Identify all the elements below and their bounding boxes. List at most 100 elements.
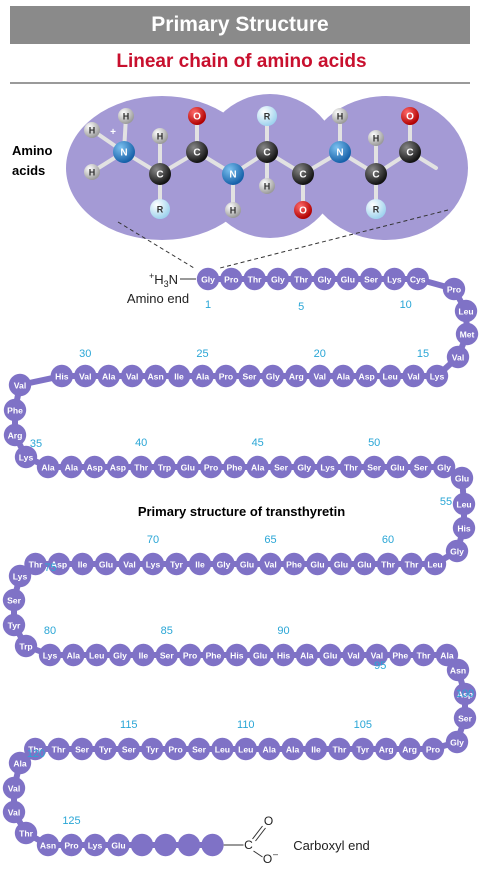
residue-label: Gly xyxy=(450,737,464,747)
residue-label: Ile xyxy=(311,744,321,754)
residue-label: Gly xyxy=(450,546,464,556)
position-number: 55 xyxy=(440,496,452,508)
residue-circle xyxy=(453,706,477,730)
r-group-atom xyxy=(150,199,170,219)
residue-label: Thr xyxy=(332,744,346,754)
residue-circle xyxy=(452,492,476,516)
residue-label: Ser xyxy=(274,462,289,472)
residue-label: Val xyxy=(14,380,26,390)
residue-label: Ala xyxy=(67,650,81,660)
r-group-atom-label: R xyxy=(373,205,380,215)
residue-bead xyxy=(177,833,201,857)
residue-circle xyxy=(74,364,97,388)
residue-circle xyxy=(376,552,400,576)
residue-label: Gly xyxy=(297,462,311,472)
residue-label: Lys xyxy=(146,559,161,569)
residue-bead: Ile xyxy=(167,364,191,388)
residue-label: Ile xyxy=(78,559,88,569)
residue-circle xyxy=(454,299,478,323)
residue-circle xyxy=(118,552,141,576)
nitrogen-atom-label: N xyxy=(229,170,236,181)
oxygen-atom xyxy=(294,201,312,219)
residue-label: Pro xyxy=(204,462,218,472)
residue-bead: Thr xyxy=(376,552,400,576)
residue-bead: Thr xyxy=(14,821,38,845)
formula-part: + xyxy=(149,271,154,281)
residue-label: Tyr xyxy=(356,744,369,754)
residue-circle xyxy=(141,737,164,761)
residue-label: Glu xyxy=(240,559,254,569)
residue-bead: Ile xyxy=(304,737,328,761)
residue-label: Thr xyxy=(344,462,358,472)
residue-bead: Asp xyxy=(453,682,477,706)
residue-bead: Val xyxy=(446,345,470,369)
residue-circle xyxy=(365,643,389,667)
residue-bead: Ala xyxy=(246,455,269,479)
formula-part: H xyxy=(154,272,163,287)
residue-label: Val xyxy=(8,807,20,817)
residue-bead: Thr xyxy=(47,737,70,761)
nitrogen-atom xyxy=(222,163,244,185)
residue-label: Leu xyxy=(215,744,230,754)
residue-label: Ala xyxy=(65,462,79,472)
residue-bead: Glu xyxy=(319,643,342,667)
residue-circle xyxy=(261,364,285,388)
residue-label: Val xyxy=(407,371,419,381)
residue-label: Ser xyxy=(367,462,382,472)
carbon-atom xyxy=(365,163,387,185)
residue-label: Asp xyxy=(110,462,126,472)
residue-circle xyxy=(282,552,306,576)
position-number: 120 xyxy=(27,748,45,760)
residue-bead: His xyxy=(452,516,476,540)
residue-bead: Gly xyxy=(108,643,132,667)
residue-circle xyxy=(164,737,187,761)
residue-bead: Glu xyxy=(306,552,329,576)
residue-bead: His xyxy=(50,364,73,388)
residue-circle xyxy=(235,552,259,576)
residue-bead: His xyxy=(225,643,248,667)
residue-label: Arg xyxy=(289,371,304,381)
residue-circle xyxy=(2,776,26,800)
residue-circle xyxy=(425,364,449,388)
residue-bead: Gly xyxy=(196,267,220,291)
residue-bead: Pro xyxy=(199,455,223,479)
residue-label: Val xyxy=(314,371,326,381)
chain-title: Primary structure of transthyretin xyxy=(137,504,346,519)
residue-bead: Ile xyxy=(188,552,212,576)
residue-circle xyxy=(398,737,421,761)
oxygen-atom-label: O xyxy=(193,112,201,123)
position-number: 105 xyxy=(354,719,372,731)
residue-circle xyxy=(211,737,234,761)
carbon-atom xyxy=(399,141,421,163)
position-number: 110 xyxy=(237,719,255,731)
residue-bead: Phe xyxy=(202,643,225,667)
residue-bead: Thr xyxy=(24,552,47,576)
hydrogen-atom xyxy=(118,108,134,124)
residue-label: Gly xyxy=(217,559,231,569)
residue-label: Asp xyxy=(457,689,473,699)
residue-circle xyxy=(62,643,85,667)
residue-circle xyxy=(36,455,60,479)
hydrogen-atom xyxy=(84,122,100,138)
residue-circle xyxy=(389,643,412,667)
residue-circle xyxy=(421,737,445,761)
residue-circle xyxy=(304,737,328,761)
hydrogen-atom-label: H xyxy=(123,112,130,122)
hydrogen-atom-label: H xyxy=(89,126,96,136)
residue-bead: Trp xyxy=(14,634,38,658)
residue-circle xyxy=(293,455,316,479)
residue-bead: Glu xyxy=(107,833,130,857)
residue-bead: Thr xyxy=(339,455,363,479)
residue-circle xyxy=(238,364,261,388)
residue-bead: Val xyxy=(308,364,331,388)
hydrogen-atom xyxy=(152,128,168,144)
residue-circle xyxy=(2,613,26,637)
residue-bead: Ala xyxy=(8,751,32,775)
residue-bead: Thr xyxy=(130,455,153,479)
amino-end-formula: +H3N xyxy=(149,271,178,289)
residue-bead: Ala xyxy=(191,364,214,388)
residue-circle xyxy=(107,833,130,857)
nitrogen-atom-label: N xyxy=(336,148,343,159)
residue-bead: Glu xyxy=(248,643,272,667)
